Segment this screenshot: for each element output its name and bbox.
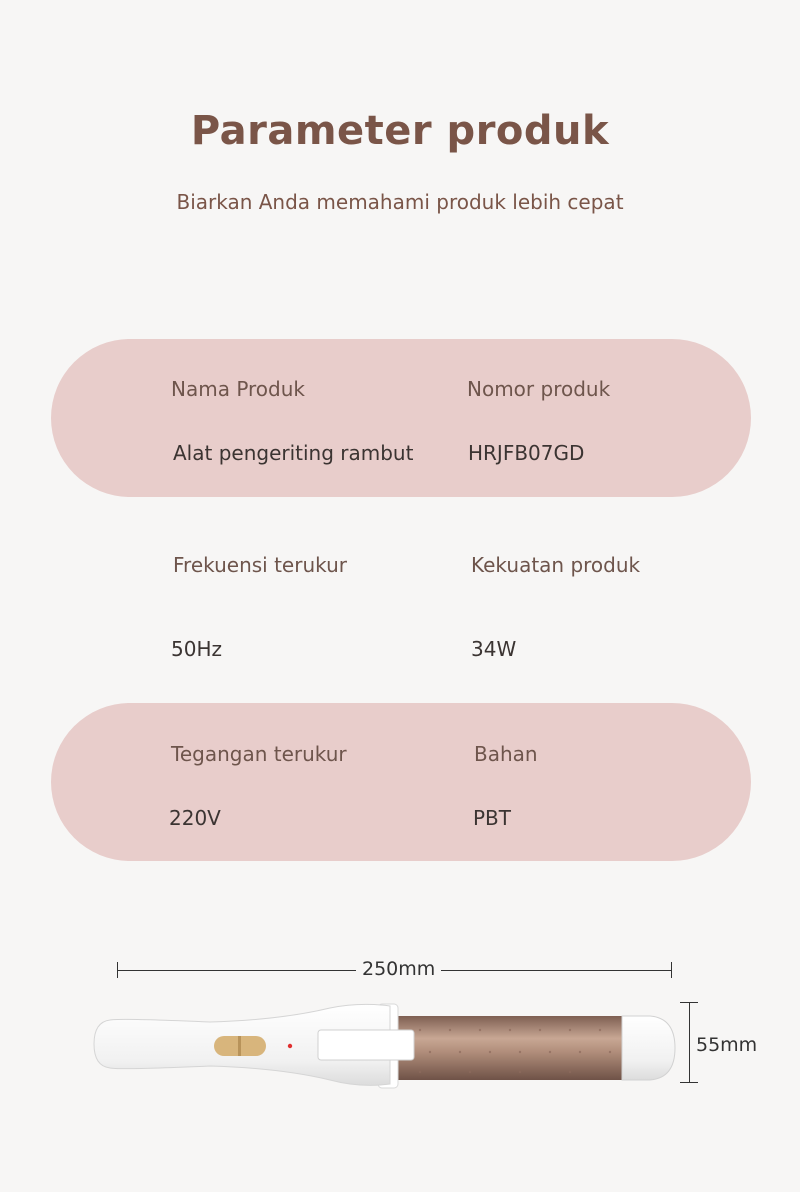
length-value: 250mm (356, 958, 442, 980)
spec-row-1 (51, 339, 751, 497)
frequency-value: 50Hz (171, 637, 222, 661)
voltage-value: 220V (169, 806, 221, 830)
power-value: 34W (471, 637, 517, 661)
page-subtitle: Biarkan Anda memahami produk lebih cepat (176, 190, 624, 214)
barrel (390, 1016, 640, 1080)
product-name-value: Alat pengeriting rambut (173, 441, 414, 465)
page-title: Parameter produk (190, 108, 610, 154)
tip-cap (621, 1015, 676, 1081)
diameter-value: 55mm (696, 1034, 758, 1056)
switch-divider (238, 1036, 241, 1056)
material-value: PBT (473, 806, 511, 830)
spec-row-3 (51, 703, 751, 861)
hair-curler-image (93, 1003, 676, 1089)
product-name-label: Nama Produk (171, 377, 305, 401)
product-number-value: HRJFB07GD (468, 441, 585, 465)
power-label: Kekuatan produk (471, 553, 641, 577)
power-led (287, 1043, 293, 1049)
frequency-label: Frekuensi terukur (173, 553, 348, 577)
product-number-label: Nomor produk (467, 377, 611, 401)
material-label: Bahan (474, 742, 538, 766)
clamp (317, 1029, 415, 1061)
diameter-line (689, 1002, 690, 1083)
voltage-label: Tegangan terukur (171, 742, 347, 766)
